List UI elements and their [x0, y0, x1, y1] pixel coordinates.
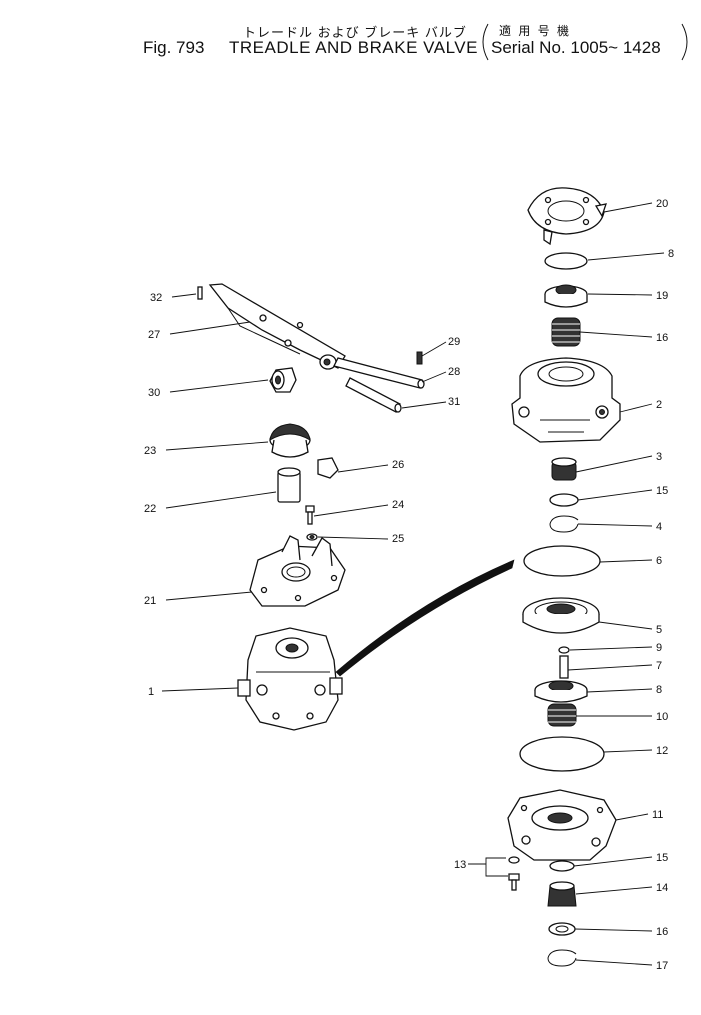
callout-11: 11: [652, 809, 663, 821]
part-14-valve: [547, 881, 577, 907]
callout-14: 14: [656, 882, 668, 894]
serial-open-bracket: [482, 23, 489, 61]
callout-7: 7: [656, 660, 662, 672]
callout-3: 3: [656, 451, 662, 463]
part-25-washer: [306, 533, 318, 541]
part-28-shaft: [333, 357, 425, 389]
part-2-valve-body: [511, 357, 621, 443]
part-22-plunger: [277, 467, 301, 503]
part-31-shaft: [345, 377, 402, 413]
callout-28: 28: [448, 366, 460, 378]
part-21-cover: [249, 535, 346, 607]
callout-12: 12: [656, 745, 668, 757]
callout-16: 16: [656, 926, 668, 938]
callout-19: 19: [656, 290, 668, 302]
serial-close-bracket: [681, 23, 688, 61]
callout-18: 16: [656, 332, 668, 344]
part-10-spring: [547, 703, 577, 727]
title-japanese: トレードル および ブレーキ バルブ: [243, 25, 467, 40]
callout-8-upper: 8: [668, 248, 674, 260]
part-32-pin: [197, 286, 203, 300]
serial-heading-japanese: 適 用 号 機: [499, 24, 572, 38]
figure-title: TREADLE AND BRAKE VALVE: [229, 38, 478, 57]
leader-lines: [161, 202, 665, 966]
part-15-ring-lower: [549, 860, 575, 872]
callout-9: 9: [656, 642, 662, 654]
callout-32: 32: [150, 292, 162, 304]
callout-17: 17: [656, 960, 668, 972]
callout-20: 20: [656, 198, 668, 210]
callout-26: 26: [392, 459, 404, 471]
part-13-bolt-and-washer: [508, 856, 520, 891]
part-6-o-ring: [523, 545, 601, 577]
callout-31: 31: [448, 396, 460, 408]
part-17-snap-ring: [547, 949, 577, 967]
callout-21: 21: [144, 595, 156, 607]
callout-labels: 32 27 30 29 28 31 23 22 26 24 25 21 1 20…: [144, 198, 674, 972]
callout-22: 22: [144, 503, 156, 515]
part-15-ring-upper: [549, 493, 579, 507]
part-30-roller: [269, 367, 297, 393]
figure-number: Fig. 793: [143, 38, 205, 57]
part-27-treadle-pedal: [208, 283, 346, 370]
callout-25: 25: [392, 533, 404, 545]
callout-2: 2: [656, 399, 662, 411]
callout-5: 5: [656, 624, 662, 636]
callout-13: 13: [454, 859, 466, 871]
part-1-brake-valve-assembly: [237, 627, 343, 731]
part-29-pin: [416, 351, 423, 365]
part-24-bolt: [305, 505, 315, 525]
part-11-lower-body: [507, 789, 617, 861]
serial-range: Serial No. 1005~ 1428: [491, 38, 661, 57]
part-12-o-ring: [519, 736, 605, 772]
part-7-piston: [534, 655, 588, 703]
callout-15-lower: 15: [656, 852, 668, 864]
callout-24: 24: [392, 499, 404, 511]
part-5-diaphragm: [522, 597, 600, 634]
explode-leader: [335, 559, 515, 677]
part-8-o-ring: [544, 252, 588, 270]
callout-27: 27: [148, 329, 160, 341]
part-18-spring: [551, 317, 581, 347]
callout-10: 10: [656, 711, 668, 723]
callout-23: 23: [144, 445, 156, 457]
callout-30: 30: [148, 387, 160, 399]
part-4-snap-ring: [549, 515, 579, 533]
callout-15-upper: 15: [656, 485, 668, 497]
callout-8-lower: 8: [656, 684, 662, 696]
part-20-plate: [527, 187, 607, 246]
part-3-valve: [551, 457, 577, 481]
part-26-stopper: [317, 457, 339, 479]
part-16-retainer: [548, 922, 576, 936]
callout-4: 4: [656, 521, 662, 533]
callout-6: 6: [656, 555, 662, 567]
part-9-ring: [558, 646, 570, 654]
callout-1: 1: [148, 686, 154, 698]
part-19-retainer: [544, 284, 588, 308]
part-23-boot: [269, 423, 311, 458]
callout-29: 29: [448, 336, 460, 348]
